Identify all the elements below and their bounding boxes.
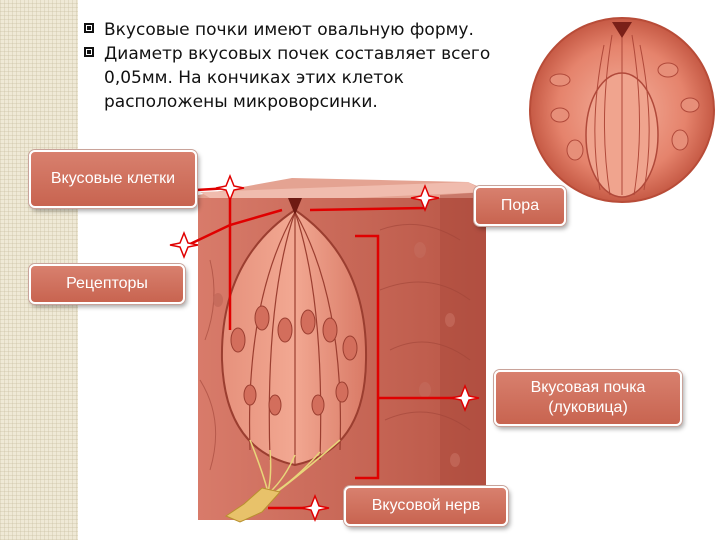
label-taste-bud: Вкусовая почка (луковица) <box>494 370 682 426</box>
bullet-item: Вкусовые почки имеют овальную форму. <box>84 18 524 42</box>
label-taste-nerve-text: Вкусовой нерв <box>371 497 481 514</box>
label-pore-text: Пора <box>500 197 540 214</box>
label-pore: Пора <box>474 186 566 226</box>
taste-bud-bulb <box>220 198 368 467</box>
label-receptors-text: Рецепторы <box>66 275 148 292</box>
nerve-bundle <box>224 487 281 523</box>
sparkle-markers <box>169 173 480 523</box>
bullet-item: Диаметр вкусовых почек составляет всего … <box>84 42 524 114</box>
label-receptors: Рецепторы <box>29 264 185 304</box>
bullet-list: Вкусовые почки имеют овальную форму. Диа… <box>84 18 524 114</box>
bullet-text: Диаметр вкусовых почек составляет всего … <box>104 44 491 112</box>
label-taste-cells-text: Вкусовые клетки <box>50 170 176 187</box>
checkbox-bullet-icon <box>84 23 94 33</box>
bullet-text: Вкусовые почки имеют овальную форму. <box>104 20 474 40</box>
checkbox-bullet-icon <box>84 47 94 57</box>
label-taste-nerve: Вкусовой нерв <box>344 486 508 526</box>
label-taste-bud-text: Вкусовая почка (луковица) <box>530 379 646 416</box>
label-taste-cells: Вкусовые клетки <box>29 150 197 208</box>
pointer-lines <box>187 186 465 510</box>
magnified-bud-view <box>529 17 715 203</box>
